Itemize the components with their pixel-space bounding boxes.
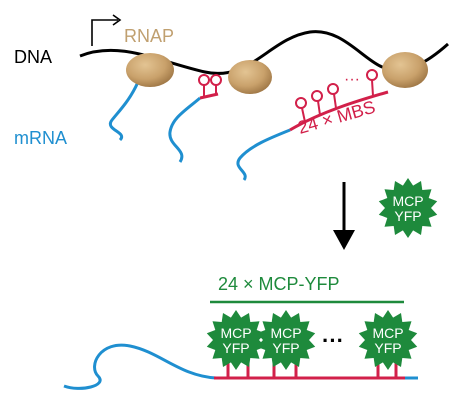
yfp-text: YFP [374,340,401,356]
mbs-stemloop [198,74,210,96]
mcp-text: MCP [220,325,251,341]
mrna-strand-1 [108,81,140,142]
mbs-stems [226,362,398,378]
mcp-yfp-starburst-shape [206,310,266,370]
mcp-text: MCP [392,193,423,209]
mbs-stemloop [210,74,222,95]
labeled-mrna-blue [63,343,217,390]
mcp-yfp-starburst-shape [358,310,418,370]
process-arrow-icon [333,182,355,250]
rnap-2 [228,60,272,94]
dna-label: DNA [14,47,52,67]
mbs-ellipsis: ··· [344,71,360,88]
yfp-text: YFP [394,208,421,224]
mbs-stemloop [295,97,307,123]
mrna-label: mRNA [14,128,67,148]
yfp-text: YFP [272,340,299,356]
yfp-text: YFP [222,340,249,356]
rnap-1 [126,53,174,87]
mbs-stemloop [366,69,378,97]
mcp-text: MCP [270,325,301,341]
mbs-stemloop [311,90,323,116]
mbs-label: 24 × MBS [296,97,378,138]
mrna-strand-3: ··· [236,69,389,181]
bound-ellipsis: ··· [322,328,344,353]
mcp-yfp-starburst-shape [378,178,438,238]
rnap-label: RNAP [124,26,174,46]
promoter-arrow-icon [91,14,122,46]
mcp-yfp-starburst-shape [256,310,316,370]
mrna-strand-2 [168,74,222,163]
rnap-3 [382,52,428,88]
mbs-stemloop [327,83,339,109]
mcp-text: MCP [372,325,403,341]
mcp-yfp-title: 24 × MCP-YFP [218,274,340,294]
transcription-panel: DNA RNAP mRNA [14,14,449,181]
